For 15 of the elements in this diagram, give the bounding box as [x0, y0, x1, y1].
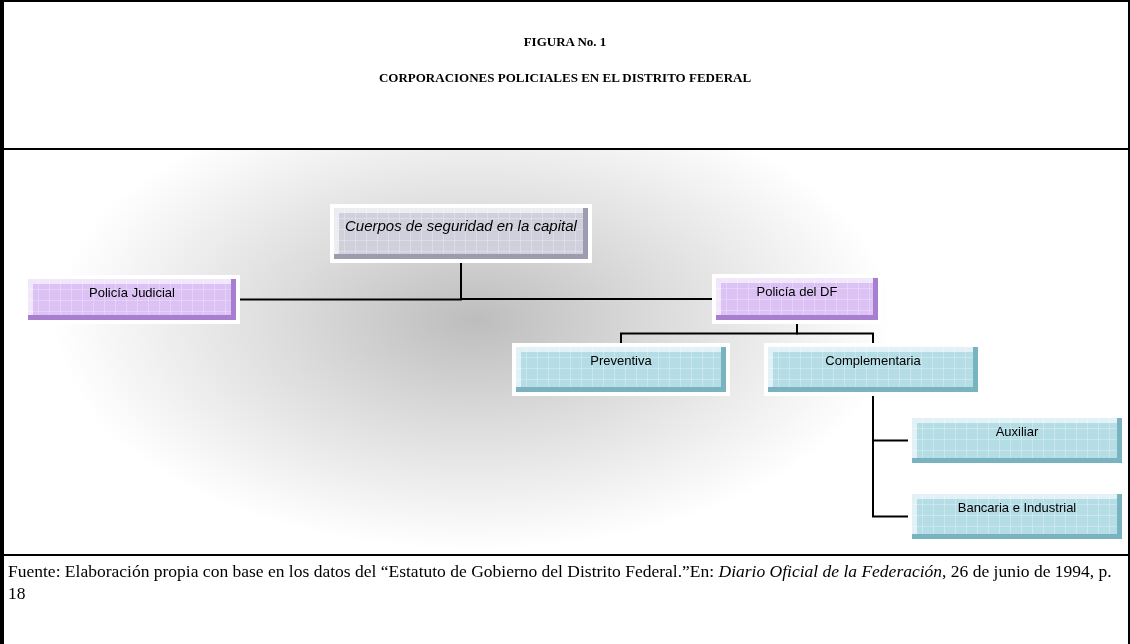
node-label: Bancaria e Industrial: [956, 500, 1078, 515]
figure-title: FIGURA No. 1: [522, 34, 608, 50]
connector-line: [796, 323, 874, 344]
connector-line: [872, 395, 909, 518]
node-label: Cuerpos de seguridad en la capital: [345, 217, 578, 234]
source-caption: Fuente: Elaboración propia con base en los datos del “Estatuto de Gobierno del Distrito Federal.”En: Diario Oficial de la Federación, 26 de junio de 1994, p. 18: [8, 560, 1113, 604]
bevelled-box: [512, 343, 730, 396]
node-label: Policía del DF: [755, 284, 839, 299]
node-label: Complementaria: [824, 353, 922, 368]
figure-heading: CORPORACIONES POLICIALES EN EL DISTRITO FEDERAL: [377, 70, 753, 86]
bevelled-box: [330, 204, 592, 263]
connector-line: [460, 262, 713, 300]
node-label: Preventiva: [589, 353, 653, 368]
node-label: Auxiliar: [994, 424, 1040, 439]
node-label: Policía Judicial: [88, 285, 176, 300]
